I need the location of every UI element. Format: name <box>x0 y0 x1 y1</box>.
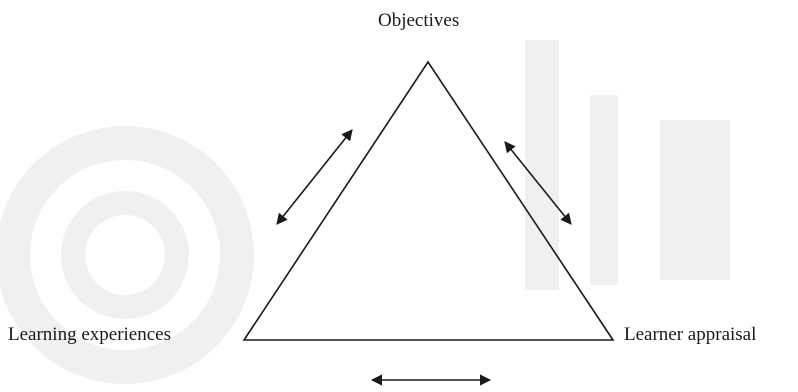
arrow-objectives-learning-experiences <box>276 129 353 225</box>
watermark-ring-inner <box>61 191 189 319</box>
watermark-bar-2 <box>590 95 618 285</box>
watermark-bar-3 <box>660 120 730 280</box>
node-label-objectives: Objectives <box>378 10 460 31</box>
node-label-learning-experiences: Learning experiences <box>8 324 171 345</box>
arrow-objectives-learner-appraisal <box>504 141 572 225</box>
node-label-learner-appraisal: Learner appraisal <box>624 324 757 345</box>
watermark-logo <box>0 40 730 384</box>
watermark-ring-outer <box>0 126 254 384</box>
